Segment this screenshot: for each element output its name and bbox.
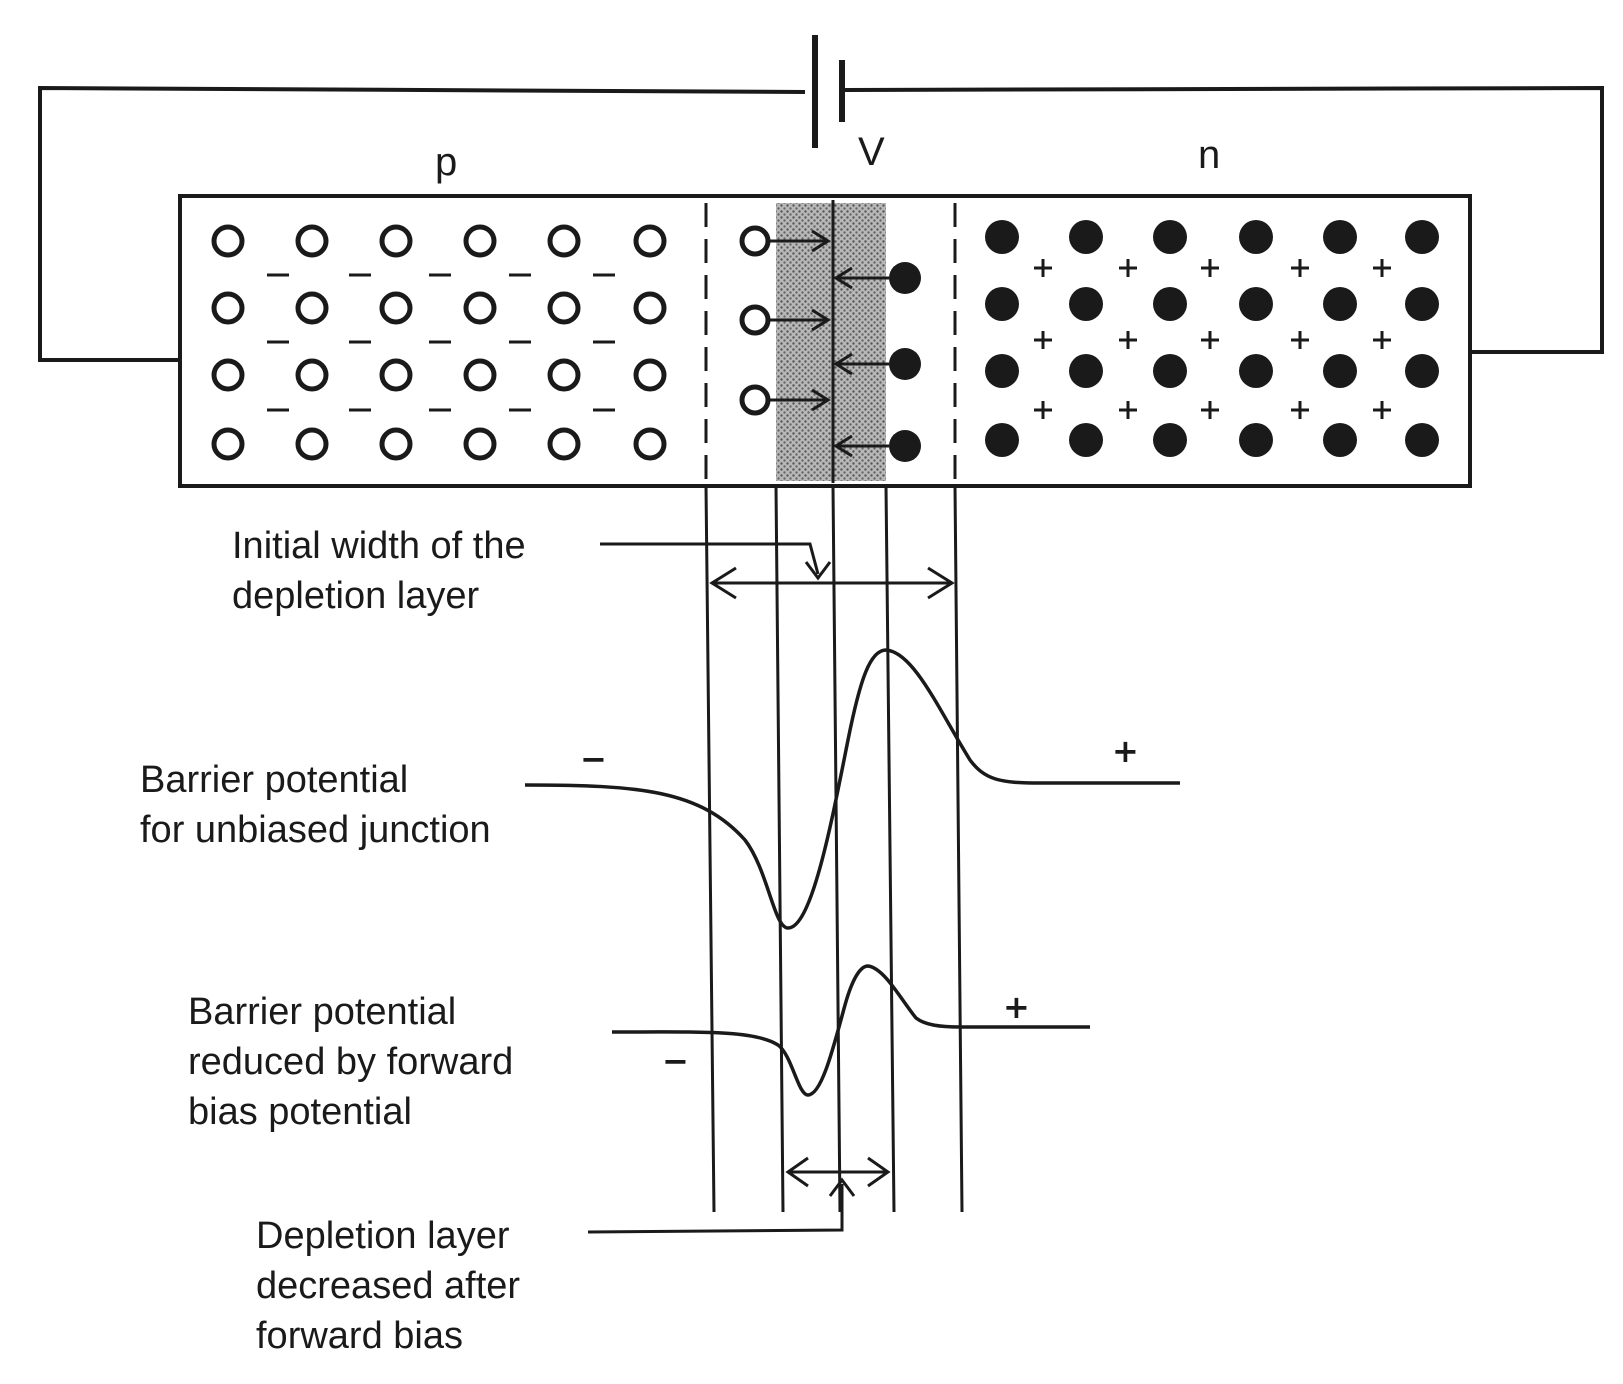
electron-dot xyxy=(1153,220,1187,254)
unbiased-minus-sign: − xyxy=(580,740,607,778)
electron-dot xyxy=(985,423,1019,457)
electron-dot xyxy=(1239,287,1273,321)
electron-dot xyxy=(1153,354,1187,388)
electron-dot xyxy=(1323,354,1357,388)
hole-circle xyxy=(739,225,771,257)
hole-circle xyxy=(463,358,497,392)
electron-dot xyxy=(1405,423,1439,457)
n-region-electrons xyxy=(985,220,1439,457)
p-region-holes xyxy=(211,224,667,461)
electron-arrow-head xyxy=(833,352,853,376)
hole-circle xyxy=(633,427,667,461)
hole-circle xyxy=(379,224,413,258)
battery-icon xyxy=(812,35,845,148)
initial-width-arrow xyxy=(600,542,955,600)
circuit-wire xyxy=(38,85,1604,362)
electron-dot xyxy=(1069,423,1103,457)
depletion-layer-shaded xyxy=(776,203,886,481)
decreased-layer-label: Depletion layer decreased after forward … xyxy=(256,1215,531,1357)
reduced-plus-sign: + xyxy=(1003,988,1030,1026)
electron-dot xyxy=(889,262,921,294)
reduced-barrier-label: Barrier potential reduced by forward bia… xyxy=(188,991,524,1133)
hole-circle xyxy=(633,291,667,325)
hole-circle xyxy=(211,358,245,392)
electron-dot xyxy=(889,430,921,462)
battery-label: V xyxy=(858,130,885,174)
hole-circle xyxy=(633,224,667,258)
hole-circle xyxy=(739,304,771,336)
hole-circle xyxy=(211,427,245,461)
hole-circle xyxy=(295,291,329,325)
unbiased-plus-sign: + xyxy=(1112,732,1139,770)
electron-dot xyxy=(1323,287,1357,321)
hole-circle xyxy=(211,224,245,258)
hole-arrow-head xyxy=(811,229,831,253)
reduced-barrier-curve xyxy=(611,964,1090,1097)
hole-circle xyxy=(379,358,413,392)
hole-circle xyxy=(547,291,581,325)
reduced-minus-sign: − xyxy=(662,1042,689,1080)
electron-dot xyxy=(1069,354,1103,388)
hole-circle xyxy=(379,427,413,461)
hole-circle xyxy=(463,224,497,258)
electron-dot xyxy=(985,354,1019,388)
hole-circle xyxy=(211,291,245,325)
electron-dot xyxy=(1239,220,1273,254)
electron-dot xyxy=(889,348,921,380)
electron-dot xyxy=(1239,423,1273,457)
hole-circle xyxy=(379,291,413,325)
electron-dot xyxy=(1405,287,1439,321)
electron-dot xyxy=(985,287,1019,321)
electron-dot xyxy=(1239,354,1273,388)
electron-dot xyxy=(1153,287,1187,321)
electron-dot xyxy=(1323,220,1357,254)
hole-circle xyxy=(547,427,581,461)
hole-circle xyxy=(463,291,497,325)
p-region-label: p xyxy=(435,140,457,184)
initial-width-label: Initial width of the depletion layer xyxy=(232,525,536,617)
p-region-acceptor-ions xyxy=(267,273,615,412)
electron-dot xyxy=(1153,423,1187,457)
hole-circle xyxy=(295,224,329,258)
projection-lines xyxy=(704,485,964,1213)
n-region-donor-ions xyxy=(1034,259,1391,419)
hole-circle xyxy=(547,224,581,258)
electron-dot xyxy=(985,220,1019,254)
unbiased-barrier-label: Barrier potential for unbiased junction xyxy=(140,759,491,851)
carrier-flow-arrows xyxy=(739,225,921,462)
unbiased-barrier-curve xyxy=(524,648,1180,930)
hole-arrow-head xyxy=(811,308,831,332)
hole-arrow-head xyxy=(811,388,831,412)
electron-dot xyxy=(1405,220,1439,254)
electron-arrow-head xyxy=(833,434,853,458)
n-region-label: n xyxy=(1198,133,1220,177)
hole-circle xyxy=(463,427,497,461)
hole-circle xyxy=(547,358,581,392)
electron-dot xyxy=(1323,423,1357,457)
electron-arrow-head xyxy=(833,266,853,290)
hole-circle xyxy=(295,358,329,392)
electron-dot xyxy=(1069,287,1103,321)
electron-dot xyxy=(1405,354,1439,388)
hole-circle xyxy=(739,384,771,416)
hole-circle xyxy=(633,358,667,392)
electron-dot xyxy=(1069,220,1103,254)
decreased-width-arrow xyxy=(587,1156,891,1234)
hole-circle xyxy=(295,427,329,461)
